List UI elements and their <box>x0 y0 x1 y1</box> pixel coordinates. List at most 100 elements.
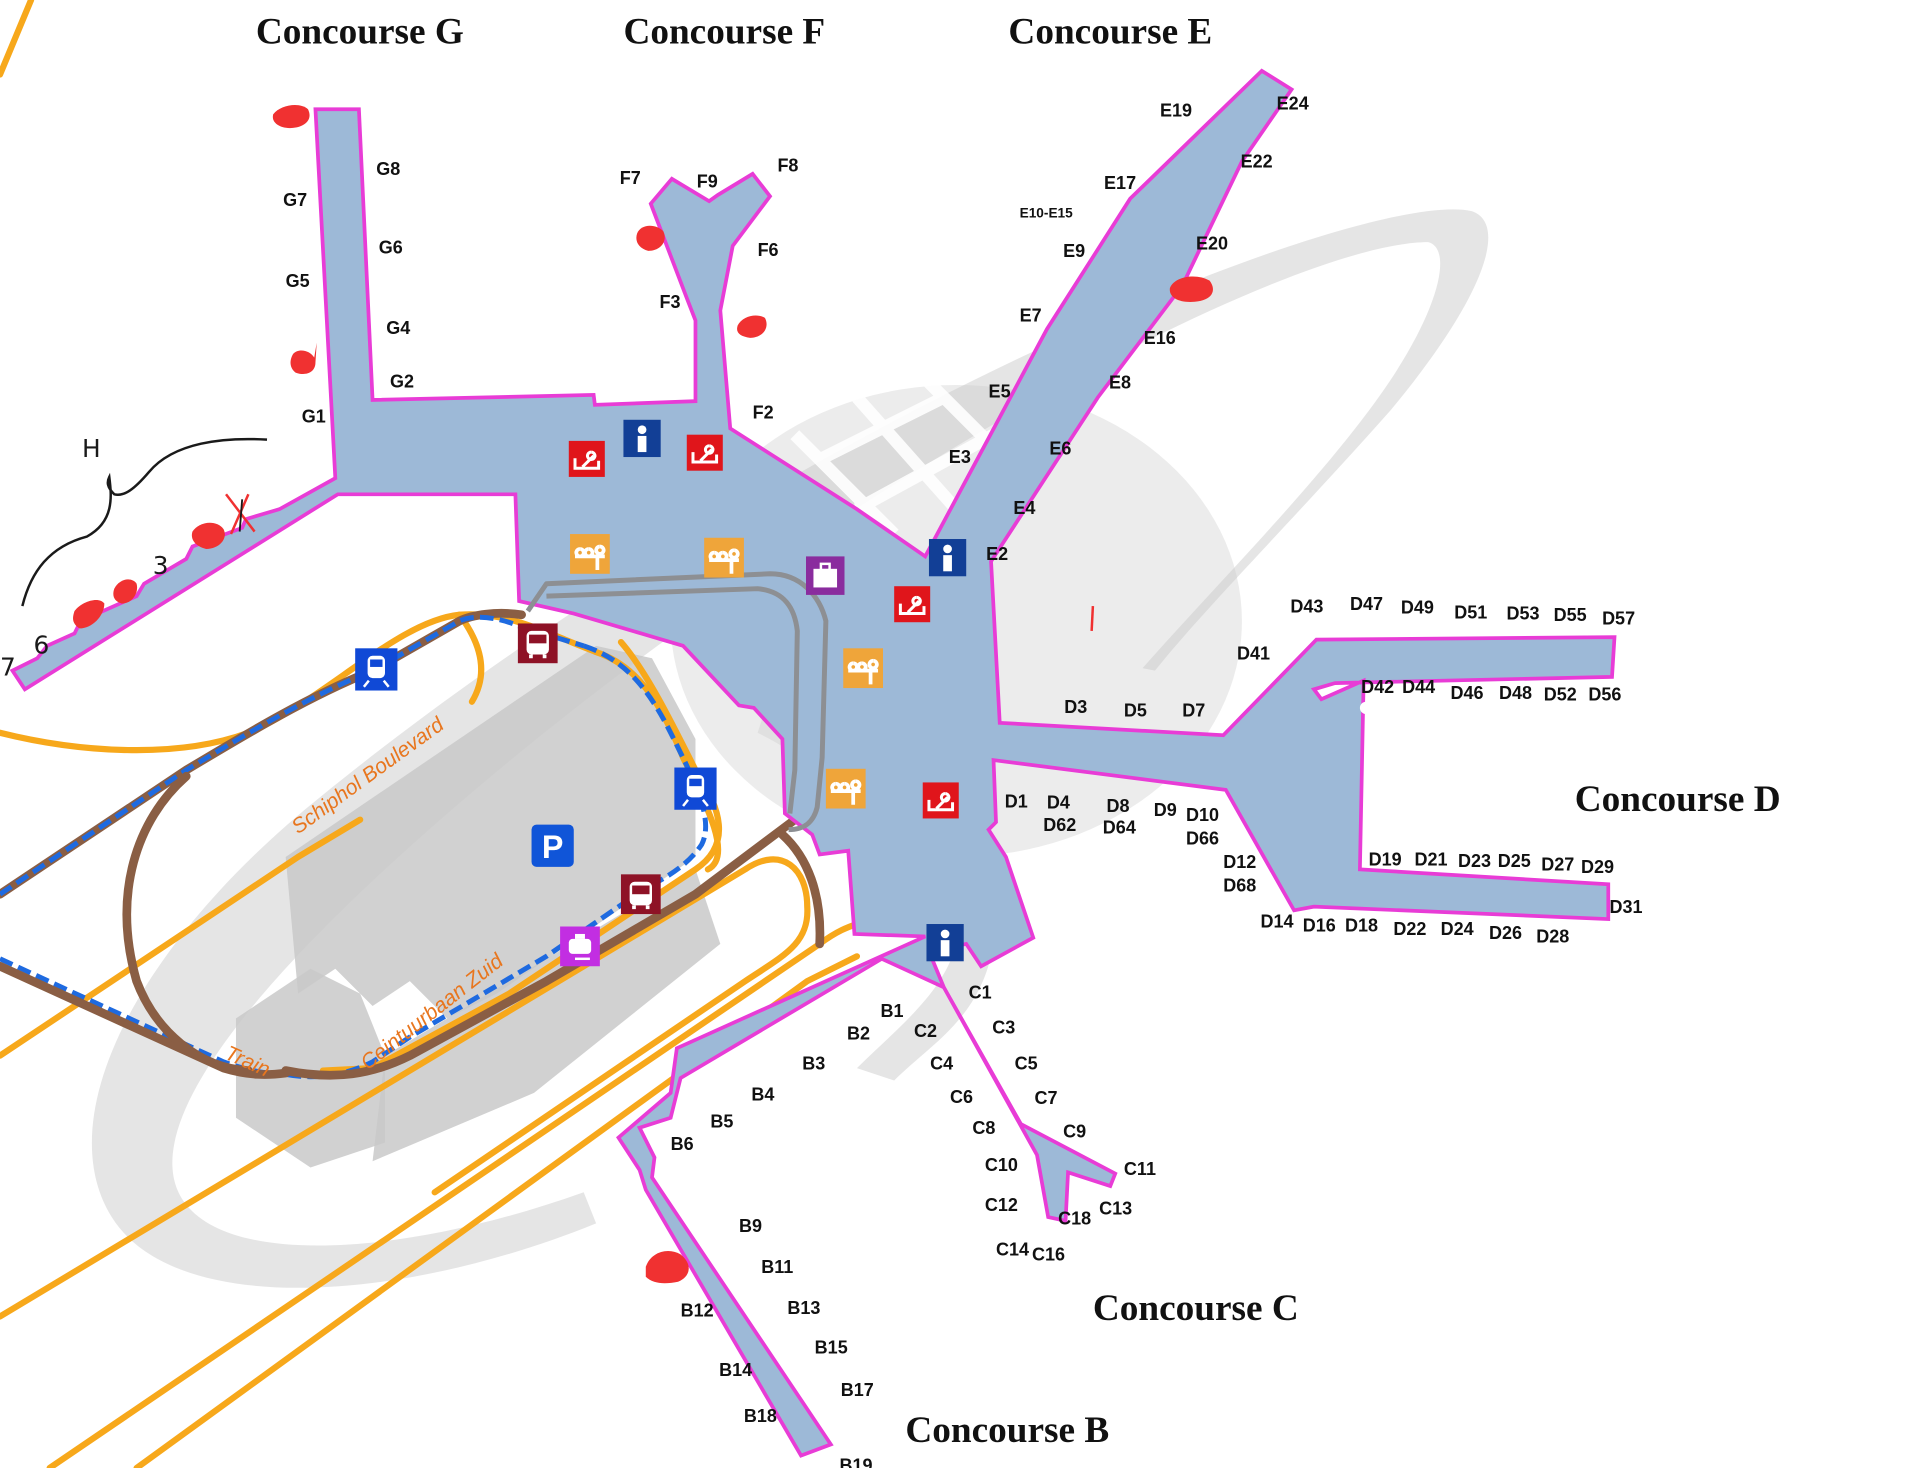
gate-label: F8 <box>777 155 798 175</box>
red-mark-f-left <box>636 225 665 251</box>
check-in-icon[interactable] <box>570 534 610 574</box>
gate-label: B13 <box>787 1298 820 1318</box>
pier-g <box>9 68 1617 1458</box>
ticket-desk-icon[interactable] <box>922 782 959 819</box>
gate-label: C5 <box>1015 1053 1038 1073</box>
concourse-e-title: Concourse E <box>1008 11 1212 52</box>
gate-label: B12 <box>681 1300 714 1320</box>
check-in-icon[interactable] <box>704 537 744 578</box>
white-blot <box>1359 701 1373 715</box>
red-mark-e <box>1169 276 1213 302</box>
gate-label: E10-E15 <box>1020 205 1074 220</box>
gate-label: F6 <box>758 240 779 260</box>
gate-label: B11 <box>761 1257 793 1277</box>
gate-label: G2 <box>390 371 414 391</box>
gate-label: D14 <box>1261 912 1294 932</box>
train-line-loop <box>285 643 709 1080</box>
info-icon[interactable] <box>926 924 964 962</box>
gate-label: C18 <box>1058 1209 1091 1229</box>
gate-label: G1 <box>302 406 326 426</box>
gate-label: D23 <box>1458 851 1491 871</box>
gate-label: D53 <box>1506 604 1539 624</box>
gate-label: F7 <box>620 168 641 188</box>
rail-right-branch <box>778 830 825 949</box>
gate-label: C1 <box>969 983 992 1003</box>
check-in-icon[interactable] <box>825 768 866 809</box>
parking-icon[interactable]: P <box>531 824 574 867</box>
concourse-d-title: Concourse D <box>1575 779 1781 820</box>
gate-label: E7 <box>1020 306 1042 326</box>
gate-label: D7 <box>1182 701 1205 721</box>
taxi-icon[interactable] <box>560 926 600 967</box>
icons: P <box>355 419 967 967</box>
bus-icon[interactable] <box>620 874 661 915</box>
gate-label: G4 <box>386 318 410 338</box>
gate-label: C7 <box>1035 1088 1058 1108</box>
hand-label-7: 7 <box>0 653 16 682</box>
ticket-desk-icon[interactable] <box>894 586 931 623</box>
gate-label: D9 <box>1154 800 1177 820</box>
gate-label: G6 <box>379 237 403 257</box>
info-icon[interactable] <box>928 539 967 577</box>
hand-marks: H 3 6 7 <box>0 104 1213 1284</box>
gate-label: D44 <box>1402 677 1435 697</box>
gate-label: C10 <box>985 1155 1018 1175</box>
info-icon[interactable] <box>623 419 661 458</box>
gate-label: E24 <box>1277 93 1309 113</box>
gate-label: D8 <box>1107 796 1130 816</box>
bus-icon[interactable] <box>517 623 558 664</box>
red-mark-g-mid <box>290 342 317 375</box>
gate-label: D51 <box>1454 602 1487 622</box>
road-lower-1 <box>0 856 811 1320</box>
ticket-desk-icon[interactable] <box>686 434 723 471</box>
gate-label: E19 <box>1160 101 1192 121</box>
gate-label: E8 <box>1109 373 1131 393</box>
gate-label: C4 <box>930 1053 953 1073</box>
gate-label: D4 <box>1047 793 1070 813</box>
gate-label: C14 <box>996 1240 1029 1260</box>
gate-label: D1 <box>1005 791 1028 811</box>
gate-labels-e: E19 E24 E22 E17 E10-E15 E20 E9 E7 E16 E8… <box>949 93 1309 564</box>
gate-label: E5 <box>989 381 1011 401</box>
gate-label: B19 <box>840 1456 873 1468</box>
gate-label: E4 <box>1013 498 1035 518</box>
gate-label: D48 <box>1499 683 1532 703</box>
gate-label: D46 <box>1451 683 1484 703</box>
gate-label: D18 <box>1345 915 1378 935</box>
ticket-desk-icon[interactable] <box>568 440 605 477</box>
gate-label: E17 <box>1104 173 1136 193</box>
gate-label: D5 <box>1124 701 1147 721</box>
gate-label: F2 <box>753 403 774 423</box>
gate-label: B5 <box>710 1112 733 1132</box>
gate-label: D16 <box>1303 915 1336 935</box>
gate-label: B15 <box>815 1338 848 1358</box>
red-mark-h2 <box>113 579 138 604</box>
terminal-building <box>9 68 1617 1458</box>
gate-label: D68 <box>1223 876 1256 896</box>
rail-ceintuurbaan <box>281 815 800 1080</box>
gate-label: D3 <box>1064 697 1087 717</box>
gate-label: D55 <box>1554 605 1587 625</box>
train-line-upper <box>0 614 585 897</box>
gate-label: E3 <box>949 447 971 467</box>
train-icon[interactable] <box>674 767 717 810</box>
gate-label: F9 <box>697 172 718 192</box>
gate-label: B6 <box>671 1134 694 1154</box>
gate-label: D31 <box>1610 897 1643 917</box>
baggage-icon[interactable] <box>806 556 845 595</box>
red-mark-b <box>645 1250 689 1284</box>
gate-label: E2 <box>986 544 1008 564</box>
gate-label: D29 <box>1581 857 1614 877</box>
globe-grid <box>790 367 1023 539</box>
train-icon[interactable] <box>355 648 398 691</box>
check-in-icon[interactable] <box>843 648 884 689</box>
gate-label: D12 <box>1223 852 1256 872</box>
gate-labels-g: G8 G7 G6 G5 G4 G2 G1 <box>283 159 414 426</box>
rail-loop-left <box>122 771 253 1075</box>
gate-label: D41 <box>1237 643 1270 663</box>
gate-label: D19 <box>1369 850 1402 870</box>
gate-label: C2 <box>914 1021 937 1041</box>
gate-label: E9 <box>1063 241 1085 261</box>
gate-label: D66 <box>1186 829 1219 849</box>
hand-drawn-brace <box>21 437 268 607</box>
